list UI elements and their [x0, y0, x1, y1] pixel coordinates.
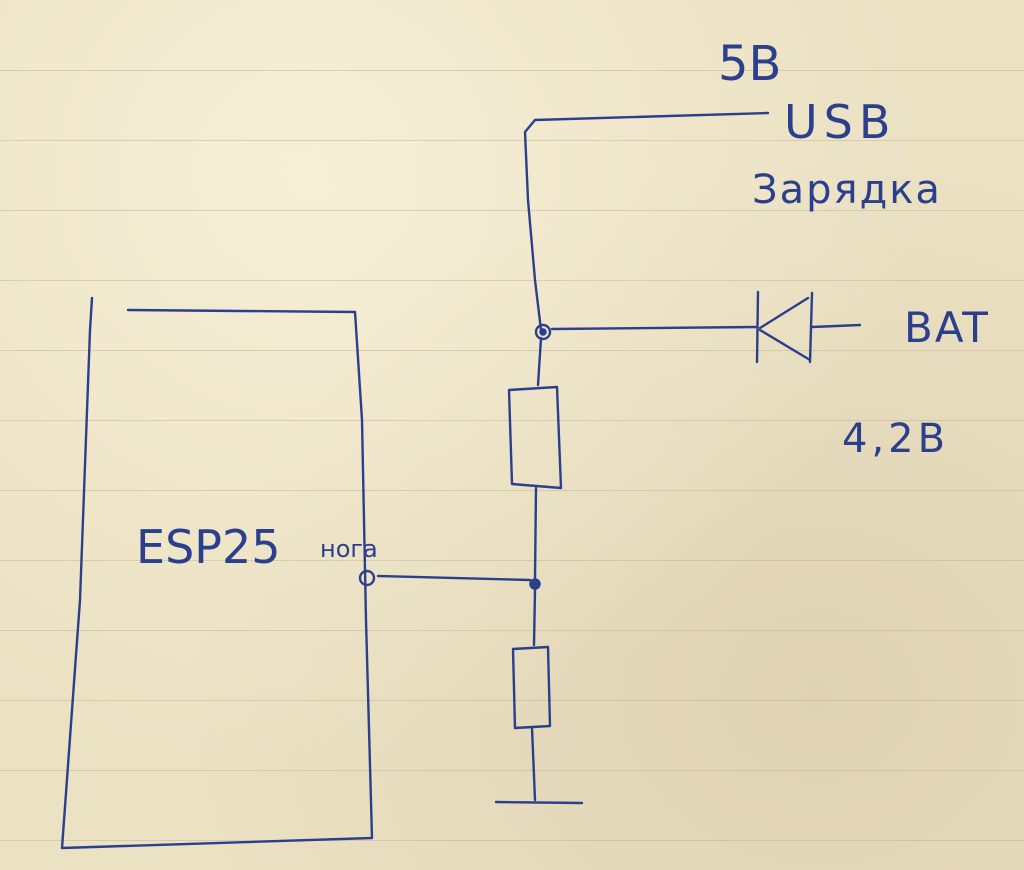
esp-pin-icon: [358, 569, 376, 587]
supply-voltage-label: 5B: [718, 36, 781, 92]
battery-label: BAT: [904, 303, 990, 352]
top-junction-dot: [539, 328, 547, 336]
upper-resistor-icon: [507, 385, 563, 490]
upper-resistor-to-node-wire: [533, 486, 538, 580]
page-rule: [0, 700, 1024, 701]
page-rule: [0, 350, 1024, 351]
diode-wire: [550, 325, 758, 331]
charger-label: Зарядка: [752, 167, 942, 213]
pin-label: нога: [320, 535, 378, 563]
battery-voltage-label: 4,2B: [842, 416, 949, 462]
ground-icon: [494, 800, 584, 805]
page-rule: [0, 490, 1024, 491]
esp-module-label: ESP25: [136, 520, 281, 574]
page-rule: [0, 420, 1024, 421]
usb-label: USB: [784, 95, 896, 149]
upper-resistor-lead: [536, 336, 543, 387]
usb-supply-wire: [523, 111, 770, 332]
mid-junction-node: [529, 578, 541, 590]
page-rule: [0, 630, 1024, 631]
lower-resistor-lead: [532, 588, 537, 647]
lower-resistor-icon: [511, 645, 552, 730]
esp-module-outline: [60, 296, 374, 850]
page-rule: [0, 210, 1024, 211]
pin-to-node-wire: [376, 574, 532, 582]
ground-wire: [530, 726, 537, 802]
page-rule: [0, 560, 1024, 561]
page-rule: [0, 770, 1024, 771]
diode-icon: [755, 290, 862, 364]
page-rule: [0, 70, 1024, 71]
page-rule: [0, 840, 1024, 841]
top-junction-node: [534, 323, 552, 341]
page-rule: [0, 140, 1024, 141]
page-rule: [0, 280, 1024, 281]
